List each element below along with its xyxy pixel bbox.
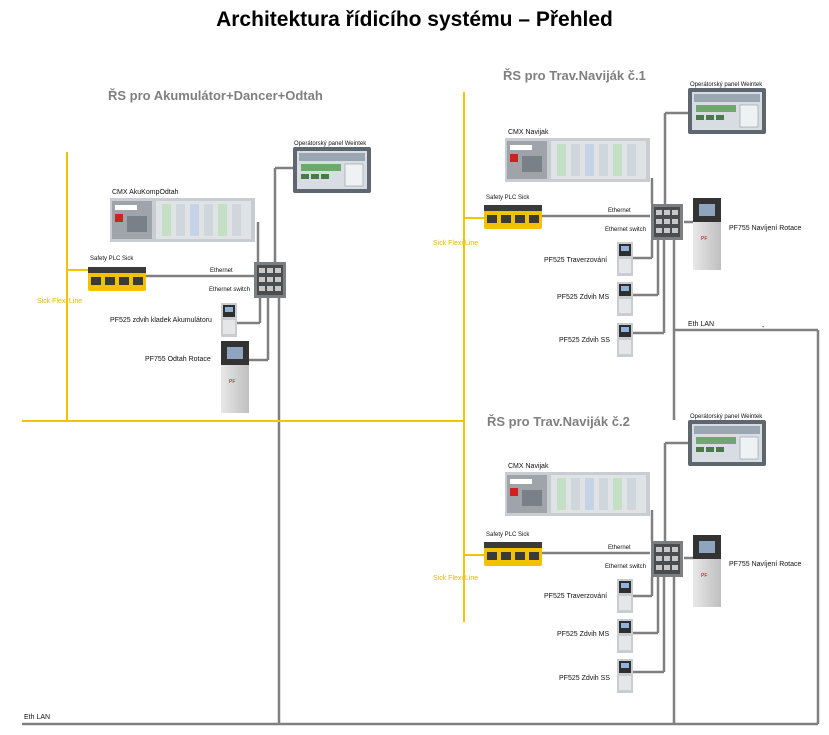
operator-panel-icon (688, 420, 766, 466)
pf525-drive-icon (617, 659, 633, 693)
safety-plc-label: Safety PLC Sick (90, 256, 134, 262)
section-navijak-1: ŘS pro Trav.Naviják č.1 Sick Flexi Line … (433, 68, 801, 421)
ethernet-switch-icon (651, 204, 683, 240)
sick-flexi-line-label: Sick Flexi Line (37, 298, 82, 305)
section-navijak-2: ŘS pro Trav.Naviják č.2 Sick Flexi Line … (433, 414, 801, 724)
drive-label: PF525 zdvih kladek Akumulátoru (110, 317, 212, 324)
main-drive-label: PF755 Navíjení Rotace (729, 561, 801, 568)
operator-panel-label: Operátorský panel Weintek (690, 414, 763, 420)
pf525-drive-icon (617, 579, 633, 613)
ethernet-switch-icon (254, 262, 286, 298)
drive-label: PF525 Traverzování (544, 593, 607, 600)
pf755-drive-icon (221, 341, 249, 413)
pf525-drive-icon (617, 242, 633, 276)
pf755-drive-icon (693, 535, 721, 607)
pf755-drive-icon (693, 198, 721, 270)
ethernet-switch-label: Ethernet switch (605, 564, 646, 570)
plc-icon (505, 472, 650, 516)
drive-label: PF525 Traverzování (544, 257, 607, 264)
ethernet-label: Ethernet (608, 545, 631, 551)
ethernet-label: Ethernet (608, 208, 631, 214)
section-title: ŘS pro Trav.Naviják č.1 (503, 68, 646, 83)
drive-label: PF755 Odtah Rotace (145, 356, 211, 363)
ethernet-switch-label: Ethernet switch (209, 287, 250, 293)
plc-icon (110, 198, 255, 242)
safety-plc-label: Safety PLC Sick (486, 195, 530, 201)
page-title: Architektura řídicího systému – Přehled (216, 8, 613, 31)
safety-plc-label: Safety PLC Sick (486, 532, 530, 538)
sick-flexi-line-label: Sick Flexi Line (433, 240, 478, 247)
main-drive-label: PF755 Navíjení Rotace (729, 225, 801, 232)
section-title: ŘS pro Trav.Naviják č.2 (487, 414, 630, 429)
operator-panel-icon (688, 88, 766, 134)
plc-label: CMX AkuKompOdtah (112, 189, 179, 196)
main-bus-lines (22, 328, 820, 726)
safety-plc-icon (484, 205, 542, 229)
drive-label: PF525 Zdvih MS (557, 631, 609, 638)
plc-icon (505, 138, 650, 182)
safety-plc-icon (88, 267, 146, 291)
ethernet-switch-icon (651, 541, 683, 577)
pf525-drive-icon (617, 619, 633, 653)
drive-label: PF525 Zdvih SS (559, 337, 610, 344)
safety-plc-icon (484, 542, 542, 566)
pf525-drive-icon (221, 303, 237, 337)
eth-lan-label: Eth LAN (24, 714, 50, 721)
section-akumulator: ŘS pro Akumulátor+Dancer+Odtah Sick Flex… (37, 88, 371, 421)
operator-panel-label: Operátorský panel Weintek (690, 82, 763, 88)
drive-label: PF525 Zdvih SS (559, 675, 610, 682)
ethernet-switch-label: Ethernet switch (605, 227, 646, 233)
plc-label: CMX Navijak (508, 129, 549, 136)
sick-flexi-line-label: Sick Flexi Line (433, 575, 478, 582)
pf525-drive-icon (617, 323, 633, 357)
operator-panel-label: Operátorský panel Weintek (294, 141, 367, 147)
operator-panel-icon (293, 147, 371, 193)
plc-label: CMX Navijak (508, 463, 549, 470)
ethernet-label: Ethernet (210, 268, 233, 274)
drive-label: PF525 Zdvih MS (557, 294, 609, 301)
dash-mark: - (762, 324, 765, 331)
section-title: ŘS pro Akumulátor+Dancer+Odtah (108, 88, 323, 103)
pf525-drive-icon (617, 282, 633, 316)
eth-lan-label: Eth LAN (688, 321, 714, 328)
